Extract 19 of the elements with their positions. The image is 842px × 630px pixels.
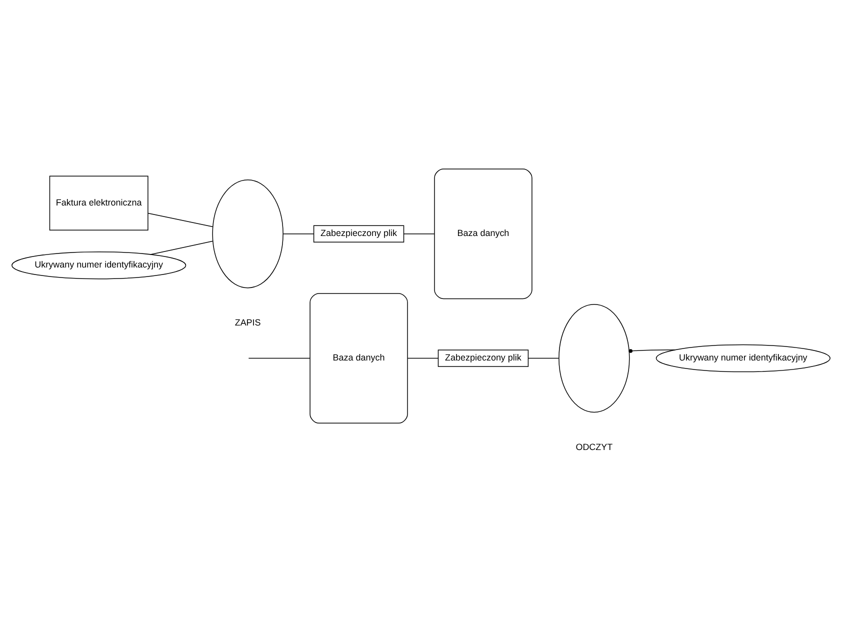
connector bbox=[148, 212, 214, 228]
label: ODCZYT bbox=[576, 442, 613, 452]
node-ellipse: Ukrywany numer identyfikacyjny bbox=[12, 251, 186, 280]
connector bbox=[150, 240, 214, 255]
node-box: Zabezpieczony plik bbox=[313, 225, 404, 242]
node-ellipse bbox=[558, 304, 630, 413]
connector bbox=[628, 349, 676, 353]
label: ZAPIS bbox=[234, 317, 261, 328]
node-ellipse: Ukrywany numer identyfikacyjny bbox=[656, 344, 830, 372]
node-ellipse bbox=[212, 180, 284, 288]
node-box: Zabezpieczony plik bbox=[438, 350, 529, 367]
connector bbox=[282, 233, 314, 234]
connector bbox=[407, 358, 439, 359]
connector bbox=[248, 358, 310, 359]
node-box: Baza danych bbox=[310, 293, 408, 424]
node-box: Baza danych bbox=[434, 168, 532, 300]
connector bbox=[404, 233, 435, 234]
node-box: Faktura elektroniczna bbox=[49, 176, 148, 230]
connector bbox=[528, 358, 560, 359]
